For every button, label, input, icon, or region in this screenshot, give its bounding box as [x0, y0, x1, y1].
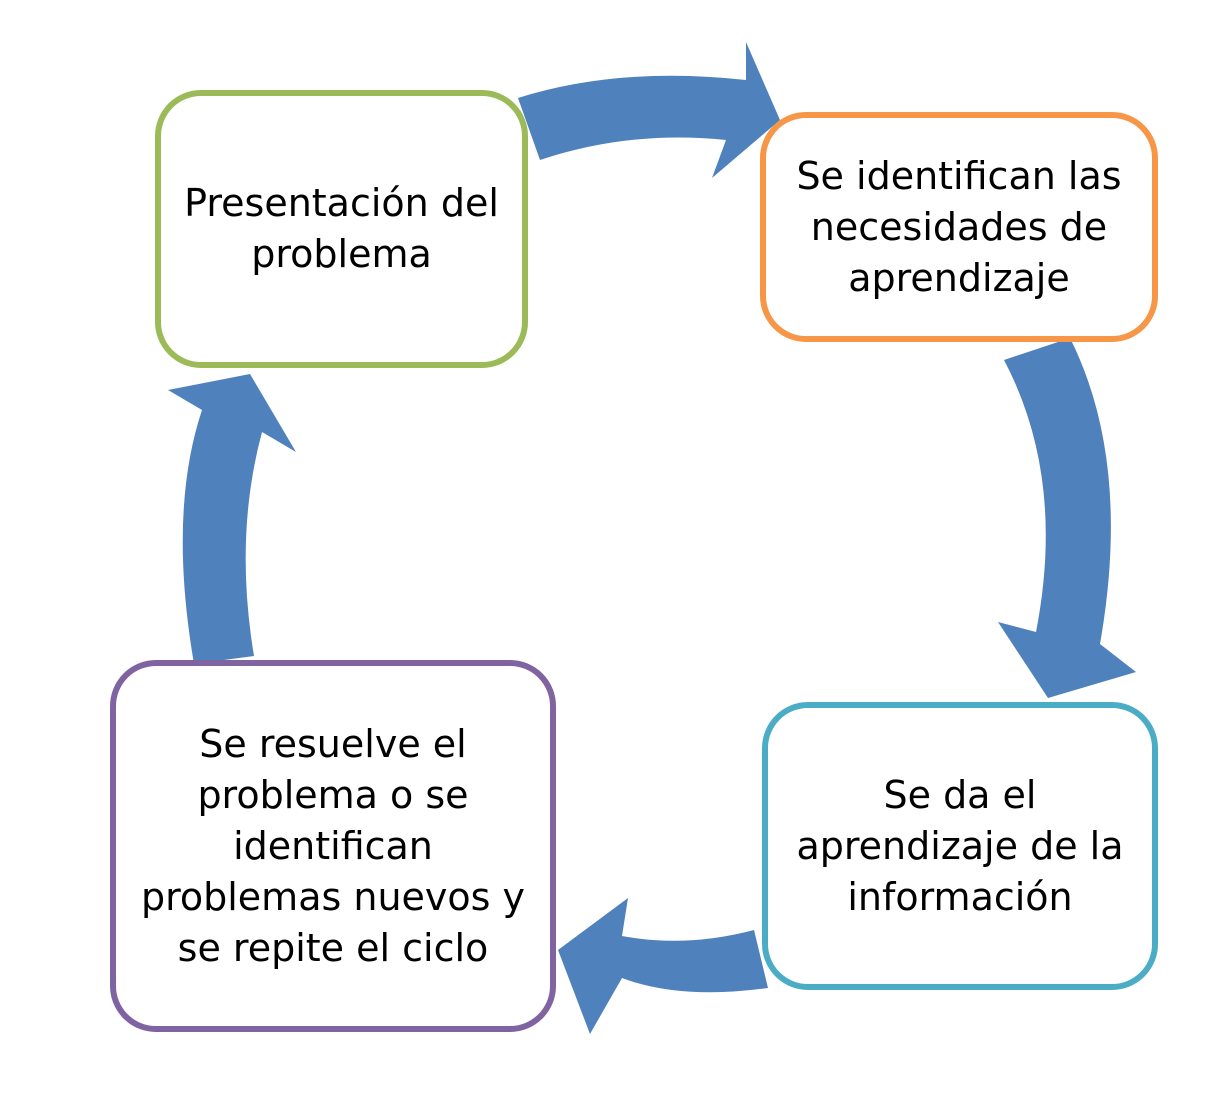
step-learning-line: información — [847, 874, 1073, 919]
step-identify-needs-line: Se identifican las — [796, 153, 1122, 198]
step-presentation-line: problema — [251, 232, 432, 276]
step-learning-line: Se da el — [883, 772, 1037, 817]
step-identify-needs-label: Se identifican las necesidades de aprend… — [796, 151, 1121, 304]
step-identify-needs-line: aprendizaje — [848, 255, 1070, 300]
step-presentation-label: Presentación del problema — [184, 178, 499, 280]
step-solve-line: Se resuelve el — [199, 721, 467, 766]
step-solve-line: problemas nuevos y — [140, 874, 526, 919]
arrow-solve-to-presentation — [168, 374, 296, 664]
step-identify-needs-box: Se identifican las necesidades de aprend… — [760, 112, 1158, 342]
arrow-presentation-to-needs — [518, 42, 780, 178]
step-presentation-line: Presentación del — [184, 181, 499, 225]
step-solve-label: Se resuelve el problema o se identifican… — [141, 719, 525, 974]
arrow-needs-to-learning — [998, 338, 1136, 698]
step-solve-line: se repite el ciclo — [177, 925, 489, 970]
arrow-learning-to-solve — [558, 898, 768, 1034]
step-learning-label: Se da el aprendizaje de la información — [796, 770, 1123, 923]
step-presentation-box: Presentación del problema — [155, 90, 528, 368]
step-solve-box: Se resuelve el problema o se identifican… — [110, 660, 556, 1032]
step-learning-line: aprendizaje de la — [796, 823, 1124, 868]
step-solve-line: problema o se — [197, 772, 469, 817]
step-identify-needs-line: necesidades de — [810, 204, 1108, 249]
step-solve-line: identifican — [233, 823, 433, 868]
step-learning-box: Se da el aprendizaje de la información — [762, 702, 1158, 990]
